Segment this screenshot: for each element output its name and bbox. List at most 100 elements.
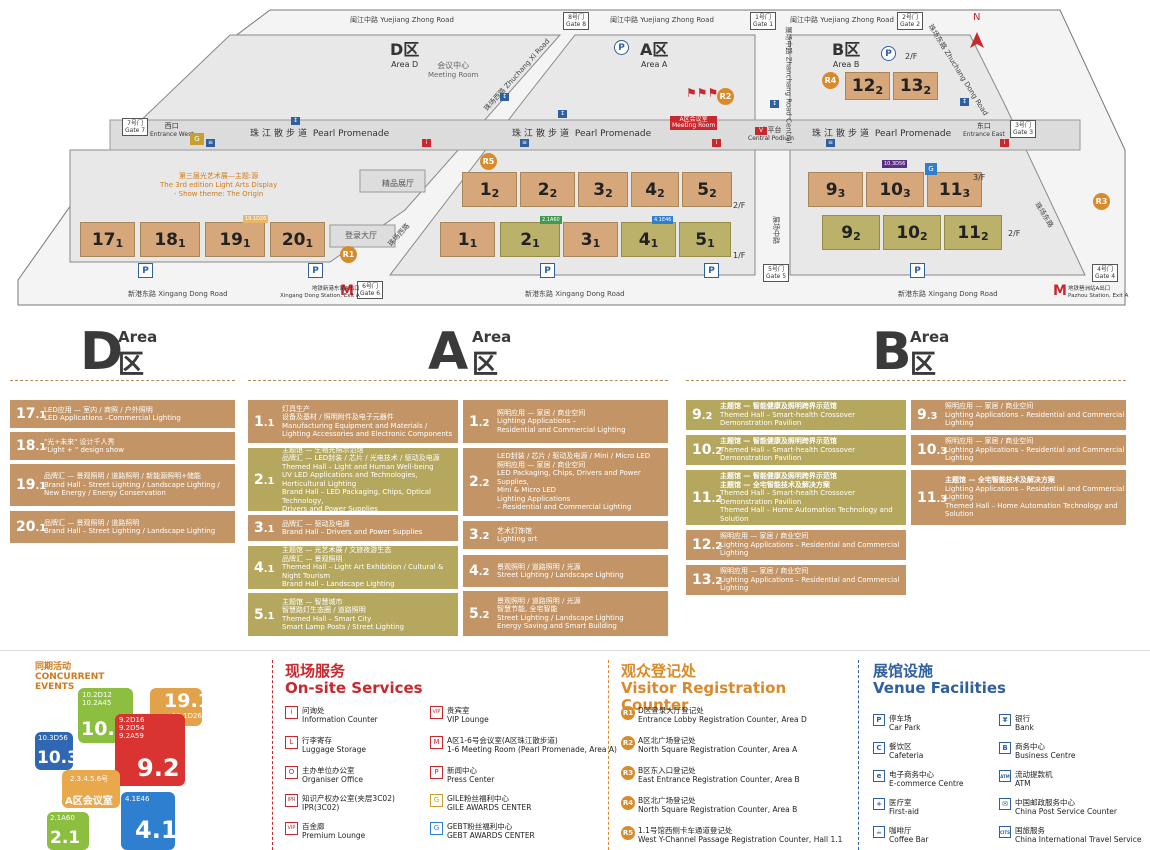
luggage-icon: L	[285, 736, 298, 749]
cafeteria-icon: ≡	[520, 139, 529, 147]
central-podium: 中平台 Central Podium	[748, 126, 794, 142]
parking-icon: P	[910, 263, 925, 278]
mail-icon: ✉	[999, 798, 1011, 810]
promenade-west: 珠江散步道 Pearl Promenade	[250, 129, 390, 139]
gift-icon: G	[925, 163, 937, 175]
lift-icon: ↕	[500, 93, 509, 101]
listing-row-2-2: 2.2 LED封装 / 芯片 / 驱动及电源 / Mini / Micro LE…	[463, 448, 668, 516]
cafeteria-icon: ≡	[206, 139, 215, 147]
road-top-1: 闽江中路 Yuejiang Zhong Road	[350, 16, 454, 24]
bank-icon: ¥	[999, 714, 1011, 726]
atm-icon: ATM	[999, 770, 1011, 782]
tag-4-1: 4.1E46	[652, 216, 674, 224]
reg-badge-r4[interactable]: R4	[822, 72, 839, 89]
cafeteria-icon: C	[873, 742, 885, 754]
concurrent-title: 同期活动 CONCURRENT EVENTS	[35, 662, 105, 692]
divider-b	[686, 380, 1126, 381]
organiser-icon: O	[285, 766, 298, 779]
parking-icon: P	[138, 263, 153, 278]
parking-icon: P	[308, 263, 323, 278]
parking-icon: P	[614, 40, 629, 55]
tag-2-1: 2.1A60	[540, 216, 562, 224]
event-9-2[interactable]: 9.2D16 9.2D54 9.2A59 9.2	[115, 714, 185, 786]
event-4-1[interactable]: 4.1E46 4.1	[121, 792, 175, 850]
listing-row-11-2: 11.2 主题馆 — 智能健康及照明跨界示范馆 主题馆 — 全宅智能技术及解决方…	[686, 470, 906, 525]
gate-7: 7号门 Gate 7	[122, 118, 149, 136]
floor-b-3f: 3/F	[973, 173, 986, 182]
info-icon: i	[1000, 139, 1009, 147]
parking-icon: P	[873, 714, 885, 726]
entrance-west: 西口 Entrance West	[150, 122, 194, 138]
parking-icon: P	[881, 46, 896, 61]
area-b-label: B区 Area B	[832, 40, 861, 69]
info-icon: i	[285, 706, 298, 719]
road-top-2: 闽江中路 Yuejiang Zhong Road	[610, 16, 714, 24]
map-outline	[17, 9, 1126, 306]
area-d-title: D Area 区	[80, 322, 158, 382]
reg-badge-r2[interactable]: R2	[717, 88, 734, 105]
tag-19-1: 19.1D26	[243, 215, 269, 223]
gate-6: 6号门 Gate 6	[357, 281, 384, 299]
gate-2: 2号门 Gate 2	[897, 12, 924, 30]
event-meeting-room[interactable]: 2.3.4.5.6号 A区会议室	[62, 770, 120, 808]
entrance-east: 东口 Entrance East	[963, 122, 1005, 138]
reg-badge-r3[interactable]: R3	[1093, 193, 1110, 210]
north-label: N	[973, 12, 981, 23]
event-10-3[interactable]: 10.3D56 10.3	[35, 732, 73, 770]
lift-icon: ↕	[291, 117, 300, 125]
lift-icon: ↕	[558, 110, 567, 118]
press-icon: P	[430, 766, 443, 779]
metro-b-label: 地铁琶洲站A出口 Pazhou Station, Exit A	[1068, 286, 1129, 299]
gate-4: 4号门 Gate 4	[1092, 264, 1119, 282]
vip-icon: VIP	[285, 822, 298, 835]
services-title: 现场服务 On-site Services	[285, 662, 423, 697]
floor-a-2f: 2/F	[733, 201, 746, 210]
promenade-area-a: 珠江散步道 Pearl Promenade	[512, 129, 652, 139]
area-a-label: A区 Area A	[640, 40, 669, 69]
registration-title: 观众登记处 Visitor Registration Counter	[621, 662, 787, 714]
floor-b-top-2f: 2/F	[905, 52, 918, 61]
event-2-1[interactable]: 2.1A60 2.1	[47, 812, 89, 850]
vip-icon: V	[755, 127, 767, 135]
coffee-icon: ☕	[873, 826, 885, 838]
reg-badge-r5[interactable]: R5	[480, 153, 497, 170]
reg-badge-r1[interactable]: R1	[340, 246, 357, 263]
divider-d	[10, 380, 235, 381]
